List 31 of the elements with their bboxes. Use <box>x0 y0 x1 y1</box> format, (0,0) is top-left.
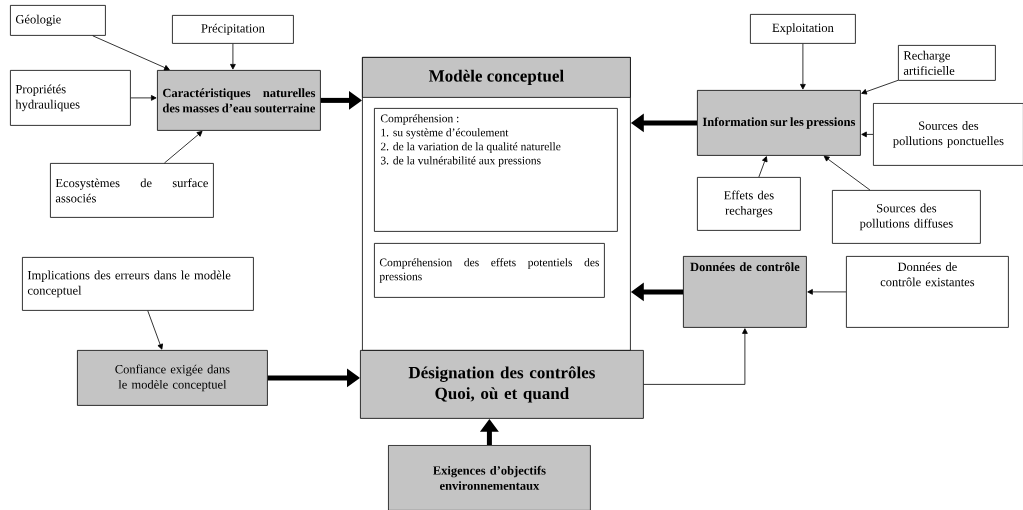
arrow <box>164 130 203 164</box>
input-box: Ecosystèmes de surface associés <box>50 163 214 218</box>
process-box: Désignation des contrôles Quoi, où et quand <box>360 350 644 419</box>
arrow <box>800 43 806 90</box>
input-box: Effets des recharges <box>697 177 801 231</box>
input-box: Données de contrôle existantes <box>846 256 1009 328</box>
input-box: Sources des pollutions diffuses <box>832 190 981 244</box>
arrow <box>807 289 847 295</box>
arrow <box>230 43 236 70</box>
arrow <box>147 310 163 350</box>
input-box: Propriétés hydrauliques <box>10 70 131 126</box>
process-box: Exigences d’objectifs environnementaux <box>388 445 591 510</box>
arrow <box>92 35 170 71</box>
arrow <box>758 156 768 178</box>
text-box: Compréhension : 1. su système d’écoulement 2. de la variation de la qualité naturelle 3. de la vulnérabilité aux pressions <box>374 108 618 232</box>
input-box: Sources des pollutions ponctuelles <box>873 103 1023 166</box>
process-box: Confiance exigée dans le modèle conceptuel <box>77 350 268 406</box>
input-box: Géologie <box>10 5 106 36</box>
arrow <box>861 79 899 95</box>
process-box: Caractéristiques naturelles des masses d’eau souterraine <box>157 70 321 131</box>
process-box: Information sur les pressions <box>697 90 861 156</box>
input-box: Recharge artificielle <box>898 45 996 81</box>
input-box: Précipitation <box>172 15 294 44</box>
arrow <box>823 155 871 191</box>
arrow <box>861 131 874 138</box>
process-box: Données de contrôle <box>683 256 807 328</box>
input-box: Exploitation <box>750 14 856 44</box>
input-box: Implications des erreurs dans le modèle conceptuel <box>22 257 254 311</box>
text-box: Compréhension des effets potentiels des pressions <box>374 243 605 298</box>
arrow <box>643 328 748 385</box>
arrow <box>130 95 157 101</box>
